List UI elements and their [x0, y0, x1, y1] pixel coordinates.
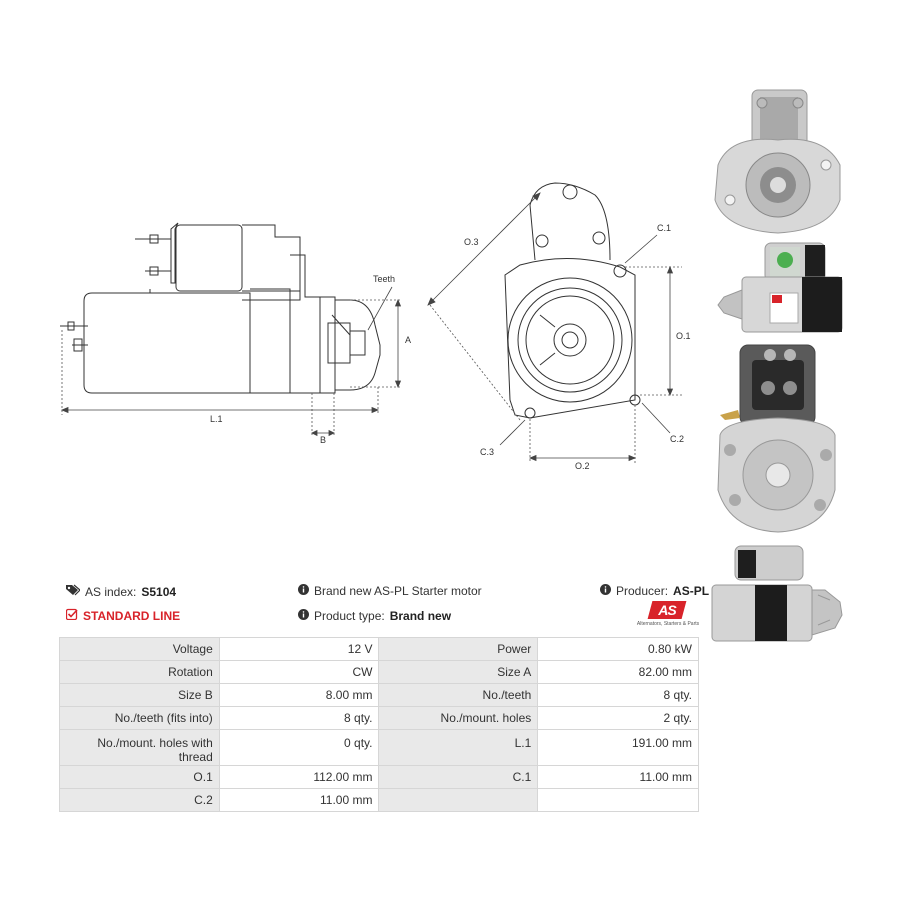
table-row: No./mount. holes with thread 0 qty. L.1 …	[59, 729, 699, 766]
as-pl-logo: AS Alternators, Starters & Parts	[636, 601, 700, 631]
spec-value: 8.00 mm	[218, 683, 380, 707]
spec-value: 8 qty.	[218, 706, 380, 730]
spec-value	[537, 788, 699, 812]
label-teeth: Teeth	[373, 274, 395, 284]
front-view-drawing: O.3 C.1 O.1 C.2 C.3 O.2	[427, 182, 691, 471]
description: Brand new AS-PL Starter motor	[298, 584, 482, 598]
spec-label: Size B	[59, 683, 220, 707]
label-o1: O.1	[676, 331, 691, 341]
standard-line: STANDARD LINE	[65, 608, 181, 623]
spec-label: Voltage	[59, 637, 220, 661]
spec-value: 11.00 mm	[218, 788, 380, 812]
table-row: Voltage 12 V Power 0.80 kW	[59, 637, 699, 661]
table-row: Rotation CW Size A 82.00 mm	[59, 660, 699, 684]
side-view-drawing: Teeth A L.1 B	[60, 222, 411, 445]
label-c1: C.1	[657, 223, 671, 233]
product-type-label: Product type:	[314, 609, 385, 623]
spec-value: 11.00 mm	[537, 765, 699, 789]
spec-label: No./teeth (fits into)	[59, 706, 220, 730]
table-row: No./teeth (fits into) 8 qty. No./mount. …	[59, 706, 699, 730]
spec-value: 0.80 kW	[537, 637, 699, 661]
standard-line-label: STANDARD LINE	[83, 608, 181, 623]
spec-value: 8 qty.	[537, 683, 699, 707]
description-text: Brand new AS-PL Starter motor	[314, 584, 482, 598]
as-index-label: AS index:	[85, 584, 137, 599]
spec-value: 12 V	[218, 637, 380, 661]
specs-table: Voltage 12 V Power 0.80 kW Rotation CW S…	[59, 637, 699, 812]
checkbox-icon	[65, 608, 78, 623]
label-c3: C.3	[480, 447, 494, 457]
logo-tagline: Alternators, Starters & Parts	[636, 621, 700, 627]
table-row: Size B 8.00 mm No./teeth 8 qty.	[59, 683, 699, 707]
label-a: A	[405, 335, 411, 345]
product-type-value: Brand new	[389, 609, 452, 623]
spec-label: Power	[378, 637, 539, 661]
label-b: B	[320, 435, 326, 445]
spec-label	[378, 788, 539, 812]
table-row: O.1 112.00 mm C.1 11.00 mm	[59, 765, 699, 789]
spec-value: 112.00 mm	[218, 765, 380, 789]
product-photo-front	[714, 89, 841, 234]
as-index: AS index: S5104	[66, 584, 176, 599]
spec-label: O.1	[59, 765, 220, 789]
product-photo-profile	[711, 545, 843, 642]
info-icon	[600, 584, 611, 598]
spec-value: 191.00 mm	[537, 729, 699, 766]
spec-label: Size A	[378, 660, 539, 684]
spec-value: 2 qty.	[537, 706, 699, 730]
label-o3: O.3	[464, 237, 479, 247]
spec-label: L.1	[378, 729, 539, 766]
info-icon	[298, 609, 309, 623]
spec-label: No./mount. holes	[378, 706, 539, 730]
product-photo-side	[717, 242, 843, 333]
label-o2: O.2	[575, 461, 590, 471]
spec-label: No./mount. holes with thread	[59, 729, 220, 766]
spec-value: 0 qty.	[218, 729, 380, 766]
tag-icon	[66, 584, 81, 599]
label-l1: L.1	[210, 414, 223, 424]
logo-text: AS	[658, 602, 676, 618]
producer: Producer: AS-PL	[600, 584, 709, 598]
spec-label: C.1	[378, 765, 539, 789]
as-index-value: S5104	[141, 584, 177, 599]
producer-value: AS-PL	[673, 584, 710, 598]
spec-label: C.2	[59, 788, 220, 812]
spec-label: No./teeth	[378, 683, 539, 707]
spec-value: CW	[218, 660, 380, 684]
info-icon	[298, 584, 309, 598]
product-type: Product type: Brand new	[298, 609, 451, 623]
table-row: C.2 11.00 mm	[59, 788, 699, 812]
producer-label: Producer:	[616, 584, 669, 598]
label-c2: C.2	[670, 434, 684, 444]
spec-value: 82.00 mm	[537, 660, 699, 684]
spec-label: Rotation	[59, 660, 220, 684]
product-photo-rear	[717, 344, 836, 533]
